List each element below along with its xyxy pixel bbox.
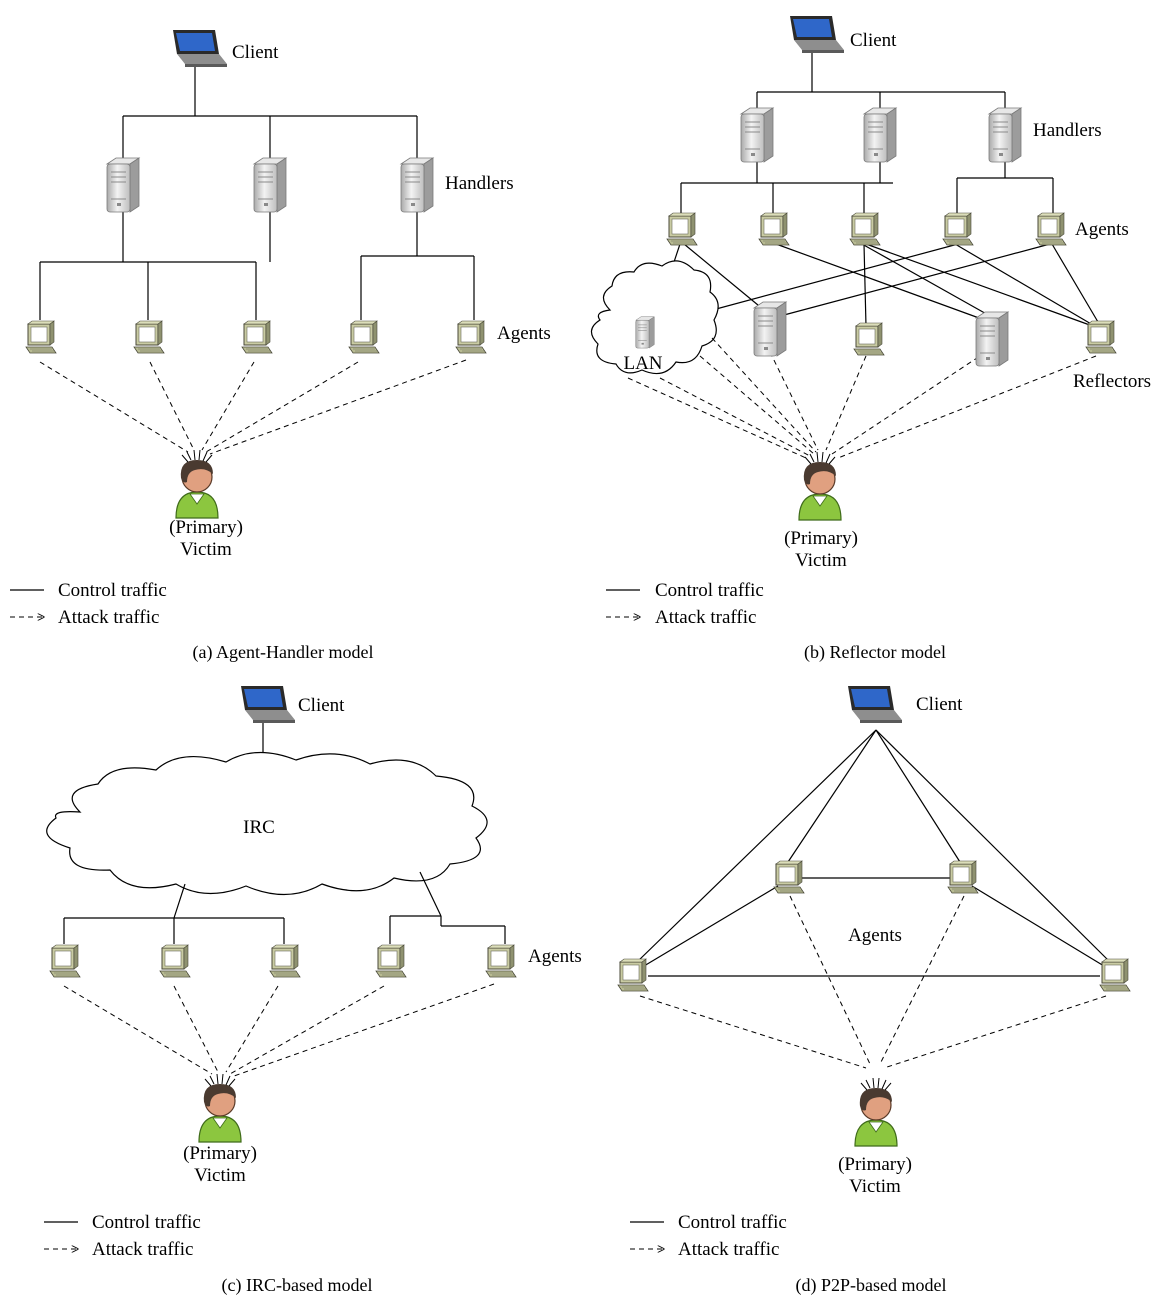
agent-computer-icon bbox=[25, 320, 57, 354]
reflector-server-icon bbox=[975, 311, 1009, 367]
victim-person-icon bbox=[175, 449, 219, 519]
agent-computer-icon bbox=[485, 944, 517, 978]
agent-computer-icon bbox=[942, 212, 974, 246]
victim-label-line2: Victim bbox=[180, 539, 232, 560]
victim-label-line2: Victim bbox=[849, 1176, 901, 1197]
client-laptop-icon bbox=[790, 16, 844, 53]
handlers-label: Handlers bbox=[1033, 120, 1102, 141]
attack-links bbox=[63, 983, 495, 1077]
caption: (d) P2P-based model bbox=[796, 1275, 947, 1296]
client-label: Client bbox=[916, 694, 963, 715]
reflector-computer-icon bbox=[853, 322, 885, 356]
agents-label: Agents bbox=[497, 323, 551, 344]
legend-control: Control traffic bbox=[92, 1212, 201, 1233]
reflector-computer-icon bbox=[1085, 320, 1117, 354]
control-links bbox=[63, 871, 506, 944]
client-laptop-icon bbox=[241, 686, 295, 723]
legend: Control traffic Attack traffic bbox=[630, 1212, 787, 1260]
attack-links bbox=[639, 895, 1107, 1069]
panel-p2p: Client Agents (Primary) Victim Control t… bbox=[617, 686, 1131, 1296]
agent-computer-icon bbox=[375, 944, 407, 978]
caption: (a) Agent-Handler model bbox=[193, 642, 374, 663]
agents-label: Agents bbox=[848, 925, 902, 946]
victim-person-icon bbox=[198, 1073, 242, 1143]
victim-label-line1: (Primary) bbox=[183, 1143, 257, 1164]
handler-server-icon bbox=[740, 107, 774, 163]
caption: (b) Reflector model bbox=[804, 642, 946, 663]
attack-links bbox=[627, 337, 1097, 459]
panel-reflector: LAN Client Handlers Agents Reflectors (P… bbox=[590, 16, 1151, 663]
victim-label-line1: (Primary) bbox=[169, 517, 243, 538]
lan-server-icon bbox=[635, 316, 655, 349]
attack-links bbox=[39, 359, 467, 455]
client-label: Client bbox=[298, 695, 345, 716]
client-label: Client bbox=[232, 42, 279, 63]
victim-label-line2: Victim bbox=[194, 1165, 246, 1186]
legend-control: Control traffic bbox=[655, 580, 764, 601]
agents-label: Agents bbox=[1075, 219, 1129, 240]
legend-attack: Attack traffic bbox=[58, 607, 159, 628]
agent-computer-icon bbox=[617, 958, 649, 992]
legend-attack: Attack traffic bbox=[678, 1239, 779, 1260]
handler-server-icon bbox=[253, 157, 287, 213]
victim-label-line1: (Primary) bbox=[838, 1154, 912, 1175]
client-laptop-icon bbox=[173, 30, 227, 67]
lan-label: LAN bbox=[623, 353, 662, 374]
client-laptop-icon bbox=[848, 686, 902, 723]
victim-label-line1: (Primary) bbox=[784, 528, 858, 549]
lan-cloud bbox=[590, 260, 719, 375]
agents-label: Agents bbox=[528, 946, 582, 967]
handlers-label: Handlers bbox=[445, 173, 514, 194]
agent-computer-icon bbox=[269, 944, 301, 978]
reflectors-label: Reflectors bbox=[1073, 371, 1151, 392]
control-links bbox=[39, 66, 475, 320]
agent-computer-icon bbox=[947, 860, 979, 894]
legend-control: Control traffic bbox=[58, 580, 167, 601]
handler-server-icon bbox=[400, 157, 434, 213]
irc-label: IRC bbox=[243, 817, 275, 838]
panel-agent-handler: Client Handlers Agents (Primary) Victim … bbox=[10, 30, 551, 663]
handler-server-icon bbox=[988, 107, 1022, 163]
agent-computer-icon bbox=[1035, 212, 1067, 246]
legend-attack: Attack traffic bbox=[655, 607, 756, 628]
agent-computer-icon bbox=[49, 944, 81, 978]
legend: Control traffic Attack traffic bbox=[44, 1212, 201, 1260]
agent-computer-icon bbox=[348, 320, 380, 354]
reflector-server-icon bbox=[753, 301, 787, 357]
agent-computer-icon bbox=[455, 320, 487, 354]
irc-cloud bbox=[46, 751, 488, 896]
panel-irc: IRC Client Agents (Pr bbox=[44, 686, 582, 1296]
legend-attack: Attack traffic bbox=[92, 1239, 193, 1260]
handler-server-icon bbox=[106, 157, 140, 213]
agent-computer-icon bbox=[241, 320, 273, 354]
agent-computer-icon bbox=[666, 212, 698, 246]
control-links bbox=[661, 52, 1099, 329]
agent-computer-icon bbox=[758, 212, 790, 246]
control-links bbox=[636, 729, 1111, 977]
client-label: Client bbox=[850, 30, 897, 51]
agent-computer-icon bbox=[159, 944, 191, 978]
legend-control: Control traffic bbox=[678, 1212, 787, 1233]
caption: (c) IRC-based model bbox=[222, 1275, 373, 1296]
agent-computer-icon bbox=[849, 212, 881, 246]
victim-person-icon bbox=[854, 1077, 898, 1147]
victim-label-line2: Victim bbox=[795, 550, 847, 571]
victim-person-icon bbox=[798, 451, 842, 521]
agent-computer-icon bbox=[133, 320, 165, 354]
agent-computer-icon bbox=[1099, 958, 1131, 992]
legend: Control traffic Attack traffic bbox=[10, 580, 167, 628]
handler-server-icon bbox=[863, 107, 897, 163]
legend: Control traffic Attack traffic bbox=[606, 580, 764, 628]
agent-computer-icon bbox=[773, 860, 805, 894]
